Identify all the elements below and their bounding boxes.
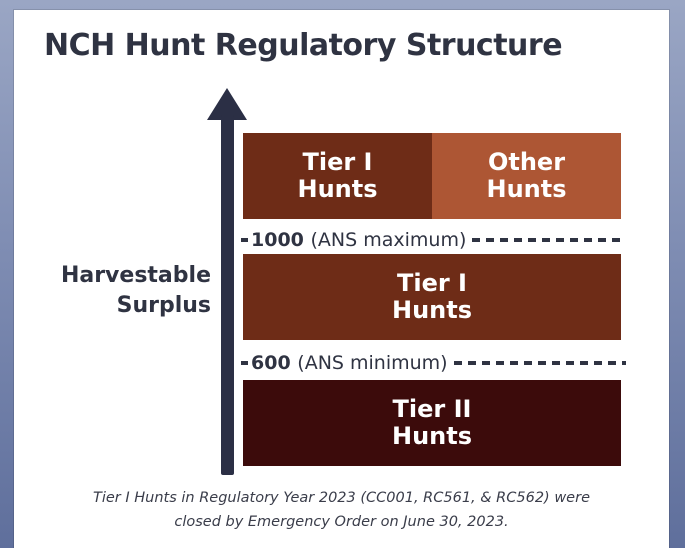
- block-tier2: Tier II Hunts: [243, 380, 621, 466]
- block-tier1-upper-line1: Tier I: [302, 148, 373, 176]
- threshold-1000-text: 1000 (ANS maximum): [251, 229, 466, 251]
- block-tier2-line1: Tier II: [392, 395, 472, 423]
- block-tier2-line2: Hunts: [391, 422, 472, 450]
- threshold-1000-value: 1000: [251, 229, 304, 251]
- block-other-hunts: Other Hunts: [432, 133, 621, 219]
- block-tier1-middle: Tier I Hunts: [243, 254, 621, 340]
- block-other-hunts-line1: Other: [487, 148, 566, 176]
- threshold-1000-dashes: [472, 238, 626, 242]
- threshold-1000-lead-dash: [241, 238, 248, 242]
- arrow-shaft: [221, 115, 234, 475]
- diagram-title: NCH Hunt Regulatory Structure: [44, 28, 563, 63]
- threshold-600: 600 (ANS minimum): [241, 351, 626, 375]
- caption-line1: Tier I Hunts in Regulatory Year 2023 (CC…: [92, 490, 590, 506]
- threshold-600-text: 600 (ANS minimum): [251, 352, 448, 374]
- threshold-600-lead-dash: [241, 361, 248, 365]
- axis-label: Harvestable Surplus: [26, 261, 211, 321]
- up-arrow-icon: [207, 88, 247, 120]
- threshold-1000: 1000 (ANS maximum): [241, 228, 626, 252]
- block-other-hunts-line2: Hunts: [486, 175, 567, 203]
- block-tier1-middle-line1: Tier I: [396, 269, 467, 297]
- threshold-600-value: 600: [251, 352, 291, 374]
- threshold-600-label: (ANS minimum): [297, 352, 448, 374]
- block-tier1-middle-line2: Hunts: [391, 296, 472, 324]
- axis-label-line2: Surplus: [116, 293, 211, 318]
- block-tier1-upper: Tier I Hunts: [243, 133, 432, 219]
- diagram-panel: NCH Hunt Regulatory Structure Harvestabl…: [14, 10, 669, 548]
- caption-line2: closed by Emergency Order on June 30, 20…: [174, 514, 509, 530]
- block-tier1-upper-line2: Hunts: [297, 175, 378, 203]
- caption: Tier I Hunts in Regulatory Year 2023 (CC…: [34, 486, 649, 534]
- threshold-600-dashes: [453, 361, 626, 365]
- axis-label-line1: Harvestable: [60, 263, 211, 288]
- threshold-1000-label: (ANS maximum): [310, 229, 467, 251]
